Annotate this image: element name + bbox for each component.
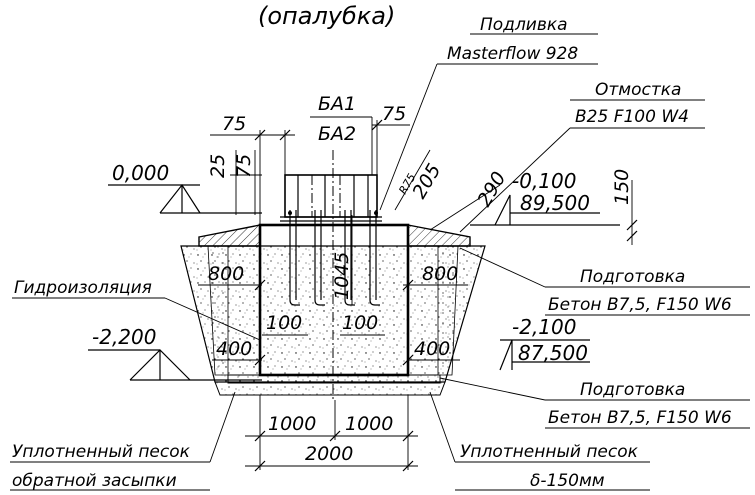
dim-800: 800 800 [198, 263, 468, 291]
level-89500-text: 89,500 [520, 191, 590, 215]
level-minus-2100-marker: -2,100 87,500 [499, 315, 590, 371]
callout-podgotovka-bottom-line2: Бетон В7,5, F150 W6 [548, 408, 732, 428]
dim-75-left-text: 75 [222, 113, 246, 135]
dim-1045: 1045 [331, 215, 353, 305]
dim-75-right: 75 [371, 103, 410, 175]
level-minus-2200-text: -2,200 [92, 325, 156, 349]
blind-area-right [407, 224, 471, 247]
dim-800-right-text: 800 [422, 263, 458, 285]
callout-podlivka-line2: Masterflow 928 [447, 44, 578, 64]
level-minus-0100-marker: -0,100 89,500 [470, 169, 620, 226]
level-zero-text: 0,000 [112, 161, 169, 185]
callout-pesok-left-line1: Уплотненный песок [12, 442, 191, 462]
level-zero-marker: 0,000 [108, 161, 262, 214]
dim-800-left-text: 800 [208, 263, 244, 285]
callout-pesok-right-line2: δ-150мм [530, 471, 605, 491]
callout-podgotovka-bottom-line1: Подготовка [580, 380, 685, 400]
dim-1000-2000: 1000 1000 2000 [245, 395, 418, 472]
dim-1000-left-text: 1000 [268, 413, 316, 435]
callout-pesok-left: Уплотненный песок обратной засыпки [10, 391, 236, 491]
dim-1000-right-text: 1000 [345, 413, 393, 435]
dim-75-right-text: 75 [382, 103, 406, 125]
callout-podgotovka-top-line2: Бетон В7,5, F150 W6 [548, 295, 732, 315]
level-minus-2100-text: -2,100 [512, 315, 576, 339]
callout-podgotovka-top: Подготовка Бетон В7,5, F150 W6 [459, 247, 750, 316]
lean-concrete-sides [207, 245, 459, 376]
callout-otmostka-line2: B25 F100 W4 [575, 107, 689, 127]
dim-100-left-text: 100 [266, 312, 302, 334]
dim-150-text: 150 [611, 169, 633, 205]
dim-2000-text: 2000 [305, 443, 353, 465]
drawing-title: (опалубка) [258, 2, 395, 30]
dim-25-75-vertical: 25 75 [207, 150, 262, 215]
callout-gidroizolyaciya-text: Гидроизоляция [14, 278, 152, 298]
dim-400-left-text: 400 [216, 338, 252, 360]
callout-pesok-right: Уплотненный песок δ-150мм [429, 391, 650, 491]
callout-otmostka-line1: Отмостка [595, 80, 681, 100]
level-87500-text: 87,500 [518, 341, 588, 365]
dim-100: 100 100 [262, 312, 385, 336]
equipment-base [280, 174, 382, 222]
callout-pesok-right-line1: Уплотненный песок [460, 442, 639, 462]
dim-205-text: 205 [408, 160, 445, 202]
callout-gidroizolyaciya: Гидроизоляция [12, 278, 261, 341]
callout-pesok-left-line2: обратной засыпки [12, 471, 177, 491]
level-minus-0100-text: -0,100 [512, 169, 576, 193]
dim-25-text: 25 [207, 154, 229, 178]
dim-1045-text: 1045 [331, 252, 353, 300]
callout-podgotovka-bottom: Подготовка Бетон В7,5, F150 W6 [439, 377, 750, 429]
dim-100-center-text: 100 [342, 312, 378, 334]
dim-r75-205: R75 205 [394, 149, 445, 211]
label-ba1: БА1 [318, 93, 356, 115]
anchor-bolts [288, 210, 380, 306]
blind-area-left [198, 224, 261, 247]
dim-75-vert-text: 75 [233, 154, 255, 178]
level-minus-2200-marker: -2,200 [88, 325, 262, 381]
dim-75-top: 75 [210, 113, 295, 225]
callout-podlivka: Подливка Masterflow 928 [379, 15, 598, 211]
labels-ba: БА1 БА2 [310, 93, 373, 175]
callout-podlivka-line1: Подливка [480, 15, 568, 35]
foundation-body [258, 223, 410, 377]
callout-otmostka: Отмостка B25 F100 W4 [459, 80, 705, 233]
dim-400: 400 400 [212, 338, 460, 366]
label-ba2: БА2 [318, 123, 356, 145]
dim-400-right-text: 400 [414, 338, 450, 360]
sand-cushion [214, 381, 446, 396]
callout-podgotovka-top-line1: Подготовка [580, 267, 685, 287]
